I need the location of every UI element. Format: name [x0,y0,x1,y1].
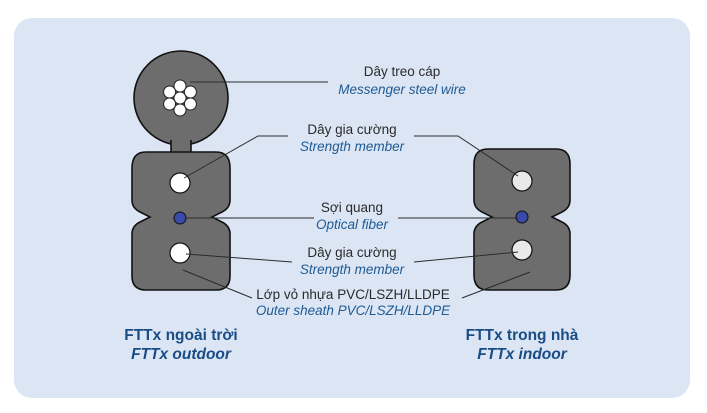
outdoor-optical-fiber [173,211,187,225]
label-fiber: Sợi quang Optical fiber [316,200,389,232]
leader-lines [182,81,531,299]
indoor-cable [473,148,571,291]
label-fiber-vn: Sợi quang [321,200,383,215]
label-messenger: Dây treo cáp Messenger steel wire [338,64,466,97]
label-fiber-en: Optical fiber [316,217,389,232]
indoor-optical-fiber [515,210,529,224]
label-strength-top-en: Strength member [300,139,405,154]
label-messenger-en: Messenger steel wire [338,82,466,97]
indoor-strength-member-bottom [511,239,533,261]
caption-outdoor: FTTx ngoài trời FTTx outdoor [124,327,238,363]
outdoor-cable [131,50,231,291]
label-sheath-vn: Lớp vỏ nhựa PVC/LSZH/LLDPE [256,287,449,302]
caption-indoor-en: FTTx indoor [477,346,568,363]
label-strength-bottom-en: Strength member [300,262,405,277]
label-strength-bottom: Dây gia cường Strength member [300,245,405,277]
label-strength-bottom-vn: Dây gia cường [307,245,396,260]
caption-indoor: FTTx trong nhà FTTx indoor [466,327,579,363]
background-panel [14,18,690,398]
indoor-strength-member-top [511,170,533,192]
label-messenger-vn: Dây treo cáp [364,64,441,79]
label-sheath: Lớp vỏ nhựa PVC/LSZH/LLDPE Outer sheath … [256,287,451,318]
label-sheath-en: Outer sheath PVC/LSZH/LLDPE [256,303,451,318]
steel-wire-bundle [163,79,197,117]
caption-indoor-vn: FTTx trong nhà [466,327,579,344]
label-strength-top: Dây gia cường Strength member [300,122,405,154]
outdoor-strength-member-bottom [169,242,191,264]
caption-outdoor-en: FTTx outdoor [131,346,232,363]
label-strength-top-vn: Dây gia cường [307,122,396,137]
caption-outdoor-vn: FTTx ngoài trời [124,327,238,344]
